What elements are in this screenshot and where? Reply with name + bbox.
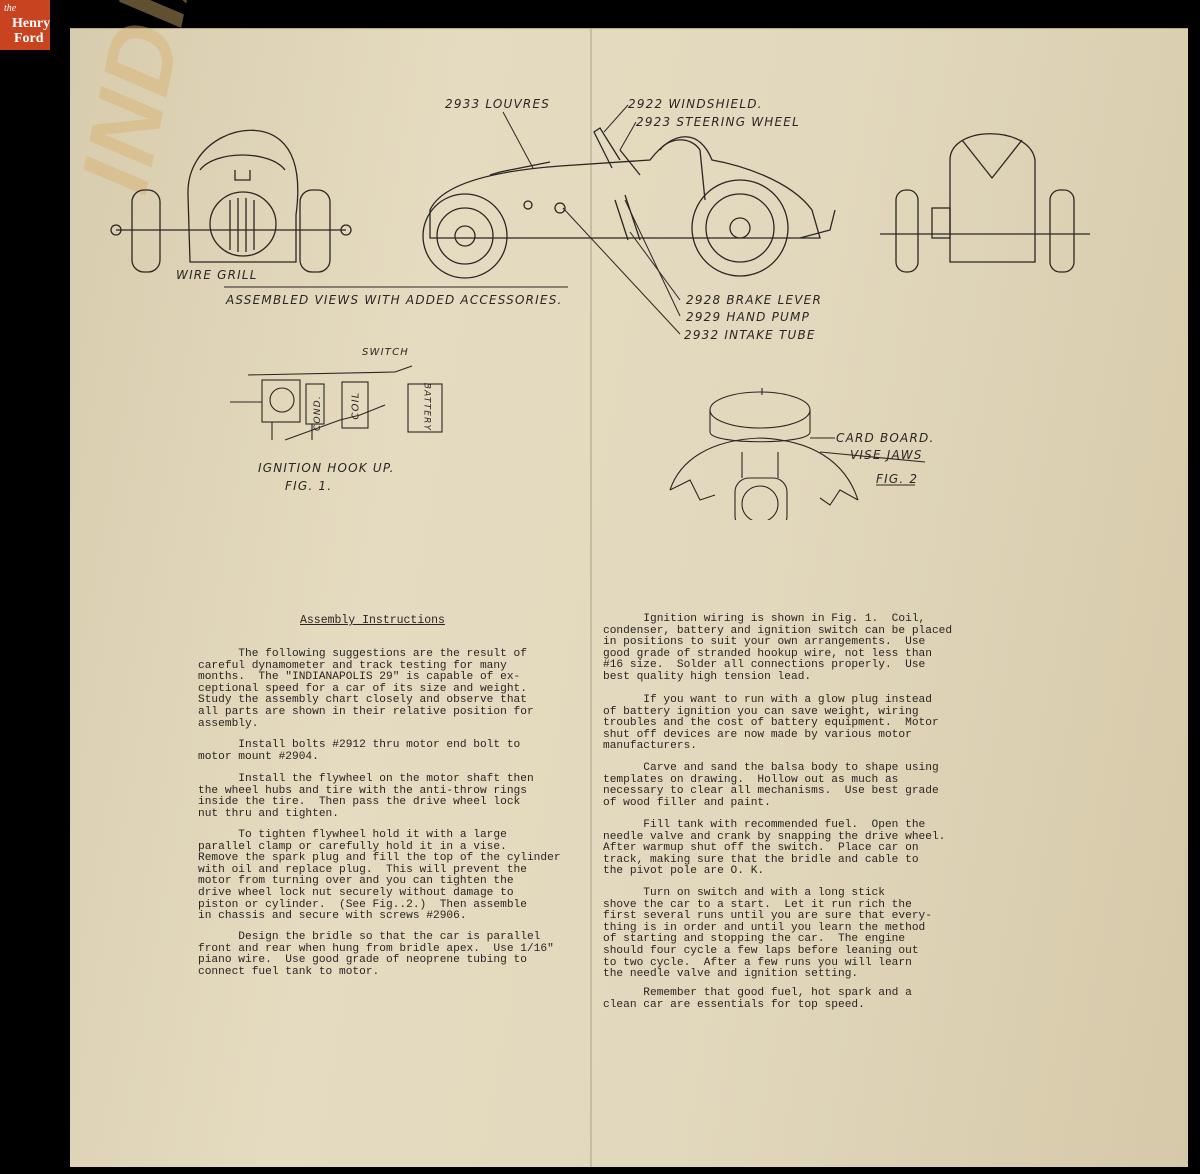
- ignition-hookup-caption: IGNITION HOOK UP.: [258, 461, 395, 475]
- left-paragraph-2: Install bolts #2912 thru motor end bolt …: [198, 739, 521, 763]
- coil-label: COIL: [350, 391, 362, 420]
- assembled-views-caption: ASSEMBLED VIEWS WITH ADDED ACCESSORIES.: [226, 293, 563, 307]
- leader-lines: [224, 104, 681, 335]
- instruction-sheet: INDIANAPOLIS 29: [61, 0, 1188, 1167]
- left-paragraph-4: To tighten flywheel hold it with a large…: [198, 829, 561, 923]
- steering-wheel-label: 2923 STEERING WHEEL: [636, 115, 800, 129]
- ignition-hookup-drawing: [230, 365, 443, 441]
- hand-pump-label: 2929 HAND PUMP: [686, 310, 811, 324]
- left-paragraph-5: Design the bridle so that the car is par…: [198, 931, 554, 978]
- front-view-drawing: [110, 129, 352, 273]
- switch-label: SWITCH: [362, 347, 409, 358]
- left-paragraph-3: Install the flywheel on the motor shaft …: [198, 773, 534, 820]
- wire-grill-label: WIRE GRILL: [176, 268, 258, 282]
- right-paragraph-6: Remember that good fuel, hot spark and a…: [603, 987, 912, 1011]
- right-paragraph-5: Turn on switch and with a long stick sho…: [603, 887, 932, 981]
- louvres-label: 2933 LOUVRES: [445, 97, 551, 111]
- condenser-label: COND.: [312, 395, 323, 431]
- right-paragraph-1: Ignition wiring is shown in Fig. 1. Coil…: [603, 613, 953, 683]
- battery-label: BATTERY: [421, 382, 432, 432]
- car-drawings: [110, 104, 1090, 520]
- windshield-label: 2922 WINDSHIELD.: [628, 97, 763, 111]
- cardboard-label: CARD BOARD.: [836, 431, 935, 445]
- right-paragraph-3: Carve and sand the balsa body to shape u…: [603, 762, 939, 809]
- intake-tube-label: 2932 INTAKE TUBE: [684, 328, 816, 342]
- brake-lever-label: 2928 BRAKE LEVER: [686, 293, 822, 307]
- rear-view-drawing: [880, 133, 1090, 273]
- left-paragraph-1: The following suggestions are the result…: [198, 648, 534, 730]
- right-paragraph-2: If you want to run with a glow plug inst…: [603, 694, 939, 753]
- right-paragraph-4: Fill tank with recommended fuel. Open th…: [603, 819, 946, 878]
- center-fold: [590, 29, 592, 1167]
- fig1-caption: FIG. 1.: [285, 479, 333, 493]
- fig2-caption: FIG. 2: [876, 472, 919, 486]
- side-view-drawing: [422, 127, 836, 279]
- vise-engine-drawing: [669, 388, 926, 520]
- assembly-instructions-heading: Assembly Instructions: [300, 614, 445, 627]
- vise-jaws-label: VISE JAWS: [850, 448, 923, 462]
- henry-ford-logo: the Henry Ford: [0, 0, 50, 50]
